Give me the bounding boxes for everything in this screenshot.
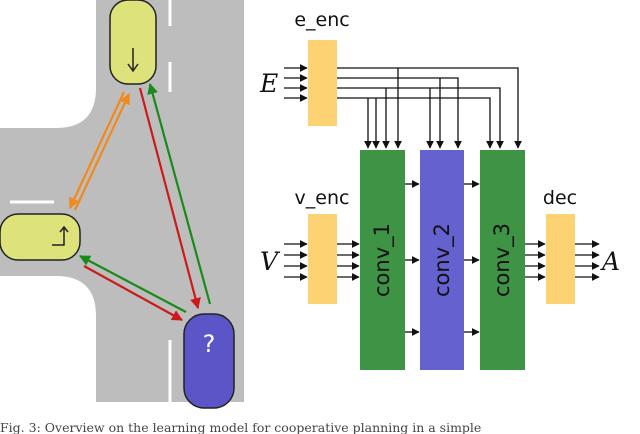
e-enc-label: e_enc <box>294 9 349 31</box>
conv-2-label: conv_2 <box>430 223 455 297</box>
conv3-to-dec-arrows <box>525 240 546 281</box>
inter-layer-arrows <box>405 180 480 336</box>
red-arrow <box>83 265 183 321</box>
green-arrow <box>147 82 212 305</box>
conv-3-label: conv_3 <box>490 223 515 297</box>
output-a-symbol: A <box>600 247 620 276</box>
input-e-symbol: E <box>259 69 278 98</box>
orange-arrow <box>74 93 130 211</box>
yellow-car-top <box>109 0 157 85</box>
dec-block <box>546 214 575 304</box>
yellow-car-left <box>0 213 81 261</box>
v-input-arrows <box>284 240 308 281</box>
input-v-symbol: V <box>260 247 281 276</box>
conv-1-label: conv_1 <box>370 223 395 297</box>
turn-right-icon <box>52 225 69 246</box>
red-arrow <box>138 87 201 310</box>
dec-label: dec <box>543 187 577 209</box>
e-enc-block <box>308 40 337 126</box>
figure-caption: Fig. 3: Overview on the learning model f… <box>0 420 481 434</box>
output-arrows <box>575 240 600 281</box>
green-arrow <box>79 255 187 313</box>
blue-car-bottom: ? <box>183 313 235 409</box>
conv-2-block <box>420 150 464 370</box>
e-input-arrows <box>284 64 308 102</box>
v-enc-to-conv1-arrows <box>337 240 360 281</box>
v-enc-block <box>308 214 337 304</box>
road-surface <box>0 0 244 402</box>
traffic-scene: ? <box>0 0 244 409</box>
v-enc-label: v_enc <box>295 187 350 209</box>
arrow-down-icon <box>127 48 139 73</box>
orange-arrow <box>69 91 125 209</box>
network-diagram: e_enc v_enc dec E V <box>259 9 620 370</box>
conv-1-block <box>360 150 405 370</box>
conv-3-block <box>480 150 525 370</box>
unknown-vehicle-label: ? <box>203 330 216 358</box>
e-feature-lines <box>337 67 522 149</box>
